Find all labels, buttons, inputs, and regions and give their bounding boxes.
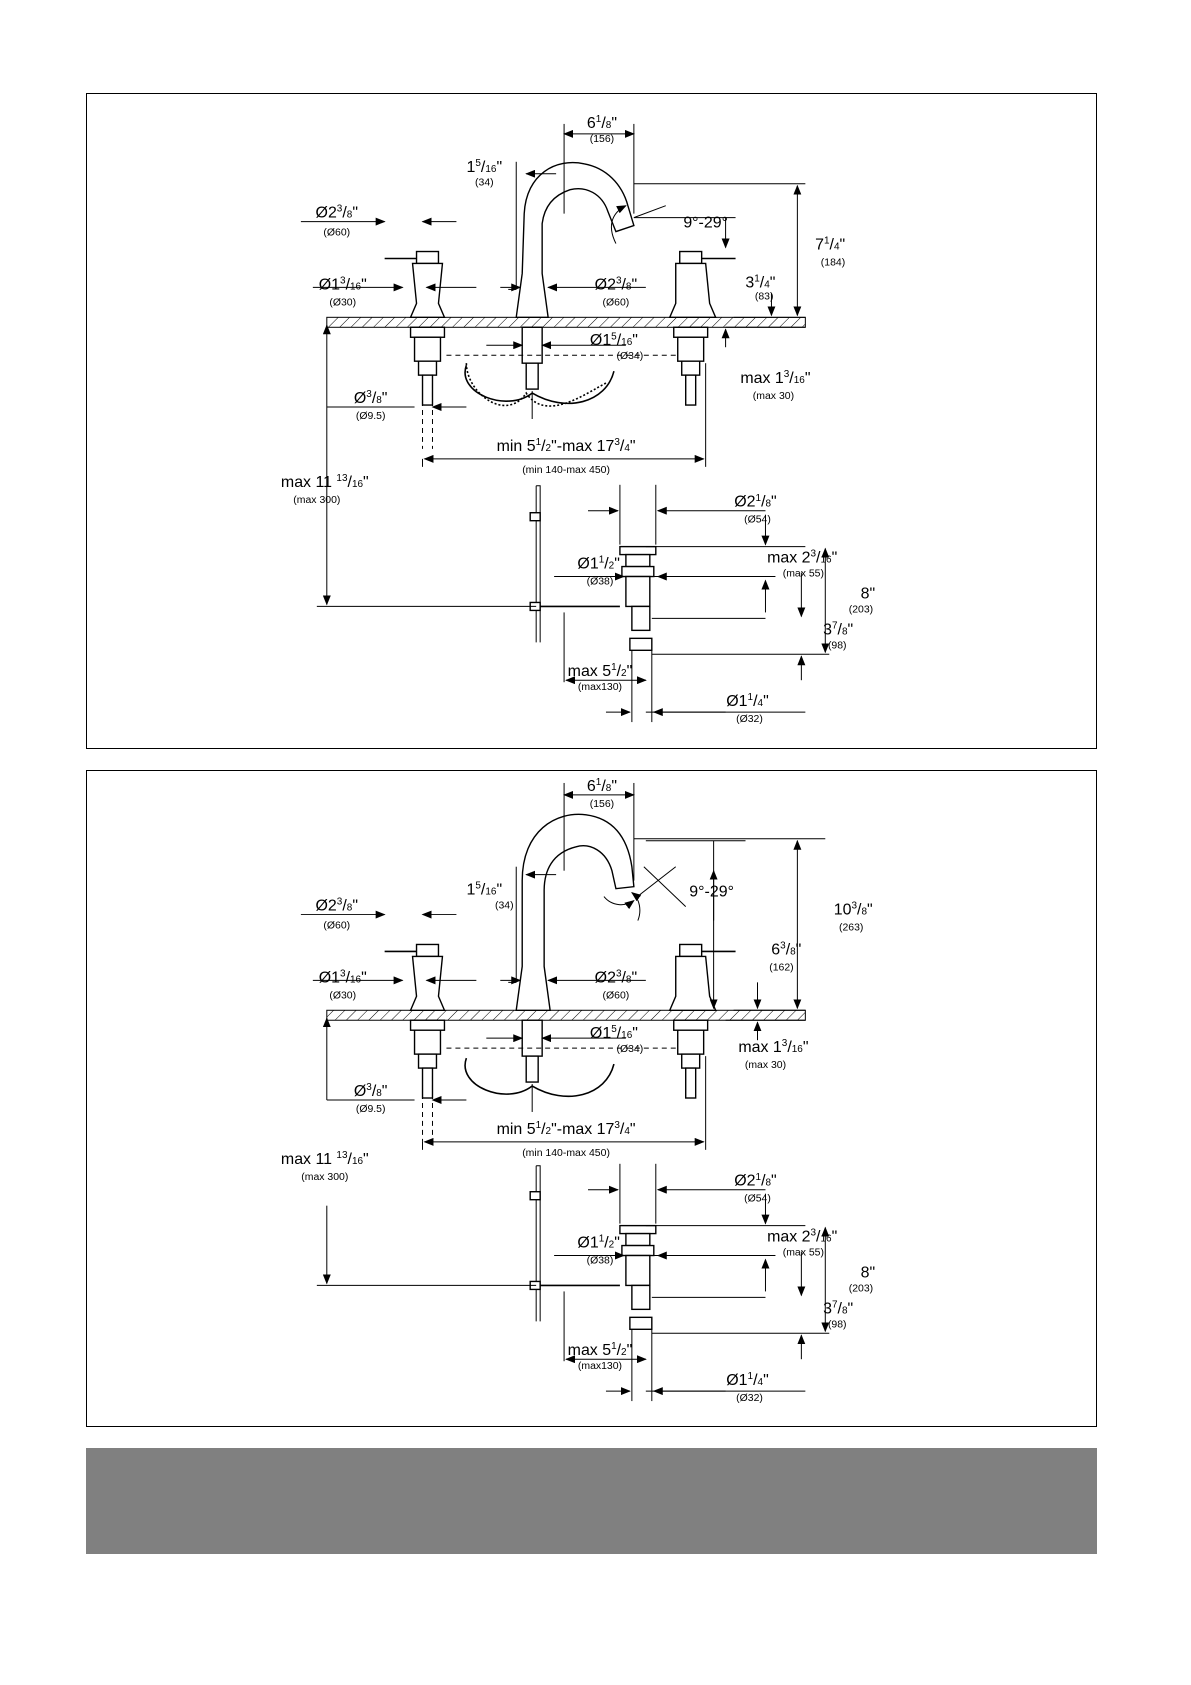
dim-drain-thickness-mm: (max 55)	[783, 1248, 824, 1259]
dim-handle-base-dia-mm: (Ø30)	[329, 297, 356, 308]
dim-handle-base-dia-mm: (Ø30)	[329, 990, 356, 1001]
dim-below-deck-mm: (max 300)	[293, 495, 340, 506]
dim-drain-pivot: 37/8"	[823, 1299, 853, 1317]
dim-deck-thickness: max 13/16"	[740, 369, 810, 387]
dim-supply-dia: Ø3/8"	[354, 389, 388, 407]
spout	[508, 813, 635, 1083]
dim-total-height-mm: (263)	[839, 923, 863, 934]
dim-drain-body-dia: Ø11/2"	[577, 1234, 619, 1252]
dim-drain-flange-dia-mm: (Ø54)	[744, 515, 771, 526]
left-handle-valve	[384, 943, 446, 1099]
dimension-labels: 61/8" (156) 15/16" (34) Ø23/8" (Ø60) Ø13…	[281, 777, 875, 1404]
dim-below-deck: max 11 13/16"	[281, 473, 369, 491]
drain-assembly	[529, 485, 657, 723]
dim-drain-flange-dia: Ø21/8"	[734, 493, 776, 511]
dim-tailpiece-dia-mm: (Ø32)	[736, 714, 763, 725]
dim-aerator-height-mm: (83)	[755, 291, 774, 302]
dim-spout-base-dia: Ø23/8"	[595, 968, 637, 986]
dim-supply-dia-mm: (Ø9.5)	[356, 411, 386, 422]
dim-aerator-height: 63/8"	[771, 940, 801, 958]
dim-drain-pivot-mm: (98)	[828, 640, 847, 651]
dim-shank-dia: Ø15/16"	[590, 1024, 638, 1042]
dim-spread-mm: (min 140-max 450)	[522, 465, 610, 476]
dim-drain-body-dia: Ø11/2"	[577, 555, 619, 573]
dim-spout-reach: 61/8"	[587, 114, 617, 132]
dim-spout-base-dia-mm: (Ø60)	[603, 990, 630, 1001]
dim-drain-length-mm: (203)	[849, 1283, 873, 1294]
dim-spout-offset: 15/16"	[467, 881, 503, 899]
dim-lift-rod-mm: (max130)	[578, 1361, 622, 1372]
dim-lift-rod-mm: (max130)	[578, 682, 622, 693]
dim-lift-rod: max 51/2"	[568, 662, 633, 680]
dim-drain-length-mm: (203)	[849, 604, 873, 615]
dimension-lines	[300, 782, 830, 1396]
dim-handle-base-dia: Ø13/16"	[319, 275, 367, 293]
dim-deck-thickness-mm: (max 30)	[745, 1060, 786, 1071]
faucet-drawing-svg-2: 61/8" (156) 15/16" (34) Ø23/8" (Ø60) Ø13…	[281, 777, 875, 1404]
dim-drain-length: 8"	[861, 585, 876, 602]
dim-drain-pivot-mm: (98)	[828, 1319, 847, 1330]
dim-total-height-mm: (184)	[821, 257, 845, 268]
supply-hoses	[446, 1047, 680, 1112]
right-handle-valve	[668, 943, 736, 1099]
dim-spout-reach-mm: (156)	[590, 134, 614, 145]
faucet-drawing-svg-1: 61/8" (156) 15/16" (34) Ø23/8" (Ø60) Ø13…	[281, 114, 875, 725]
dim-deck-thickness: max 13/16"	[738, 1038, 808, 1056]
dim-spout-base-dia: Ø23/8"	[595, 275, 637, 293]
dim-spout-reach: 61/8"	[587, 777, 617, 795]
dim-shank-dia-mm: (Ø34)	[617, 1044, 644, 1055]
dim-swivel-angle: 9°-29°	[683, 215, 728, 232]
dim-drain-flange-dia: Ø21/8"	[734, 1172, 776, 1190]
dimension-drawing-panel-1: 61/8" (156) 15/16" (34) Ø23/8" (Ø60) Ø13…	[86, 93, 1097, 749]
dim-total-height: 71/4"	[815, 236, 845, 254]
right-handle-valve	[668, 250, 736, 406]
dim-handle-base-dia: Ø13/16"	[319, 968, 367, 986]
dimension-drawing-panel-2: 61/8" (156) 15/16" (34) Ø23/8" (Ø60) Ø13…	[86, 770, 1097, 1427]
dim-shank-dia-mm: (Ø34)	[617, 351, 644, 362]
dim-spout-offset-mm: (34)	[475, 178, 494, 189]
dim-lift-rod: max 51/2"	[568, 1341, 633, 1359]
dim-drain-flange-dia-mm: (Ø54)	[744, 1194, 771, 1205]
dim-handle-dia: Ø23/8"	[316, 204, 358, 222]
dim-handle-dia-mm: (Ø60)	[323, 921, 350, 932]
dim-swivel-angle: 9°-29°	[689, 884, 734, 901]
dim-handle-dia-mm: (Ø60)	[323, 228, 350, 239]
dim-spout-base-dia-mm: (Ø60)	[603, 297, 630, 308]
dim-spout-offset-mm: (34)	[495, 901, 514, 912]
dim-shank-dia: Ø15/16"	[590, 331, 638, 349]
dim-drain-thickness: max 23/16"	[767, 549, 837, 567]
dim-drain-thickness: max 23/16"	[767, 1228, 837, 1246]
dim-drain-thickness-mm: (max 55)	[783, 569, 824, 580]
dim-tailpiece-dia: Ø11/4"	[726, 1371, 768, 1389]
dim-aerator-height-mm: (162)	[769, 962, 793, 973]
dim-spout-offset: 15/16"	[467, 158, 503, 176]
dimension-labels: 61/8" (156) 15/16" (34) Ø23/8" (Ø60) Ø13…	[281, 114, 875, 725]
dim-handle-dia: Ø23/8"	[316, 897, 358, 915]
dim-tailpiece-dia-mm: (Ø32)	[736, 1393, 763, 1404]
dim-tailpiece-dia: Ø11/4"	[726, 692, 768, 710]
dim-spread: min 51/2"-max 173/4"	[497, 1120, 636, 1138]
left-handle-valve	[384, 250, 446, 406]
supply-hoses	[446, 354, 680, 420]
countertop-deck	[326, 316, 806, 328]
dim-drain-body-dia-mm: (Ø38)	[587, 577, 614, 588]
dim-total-height: 103/8"	[834, 901, 873, 919]
footer-gray-bar	[86, 1448, 1097, 1554]
spout	[508, 162, 635, 390]
dim-spread: min 51/2"-max 173/4"	[497, 437, 636, 455]
dim-drain-body-dia-mm: (Ø38)	[587, 1255, 614, 1266]
dimension-lines	[300, 123, 830, 717]
dim-below-deck: max 11 13/16"	[281, 1150, 369, 1168]
dim-spout-reach-mm: (156)	[590, 799, 614, 810]
dim-spread-mm: (min 140-max 450)	[522, 1148, 610, 1159]
dim-deck-thickness-mm: (max 30)	[753, 391, 794, 402]
dim-drain-length: 8"	[861, 1264, 876, 1281]
dim-aerator-height: 31/4"	[745, 273, 775, 291]
dim-supply-dia: Ø3/8"	[354, 1082, 388, 1100]
dim-supply-dia-mm: (Ø9.5)	[356, 1104, 386, 1115]
dim-drain-pivot: 37/8"	[823, 620, 853, 638]
dim-below-deck-mm: (max 300)	[301, 1172, 348, 1183]
countertop-deck	[326, 1009, 806, 1021]
